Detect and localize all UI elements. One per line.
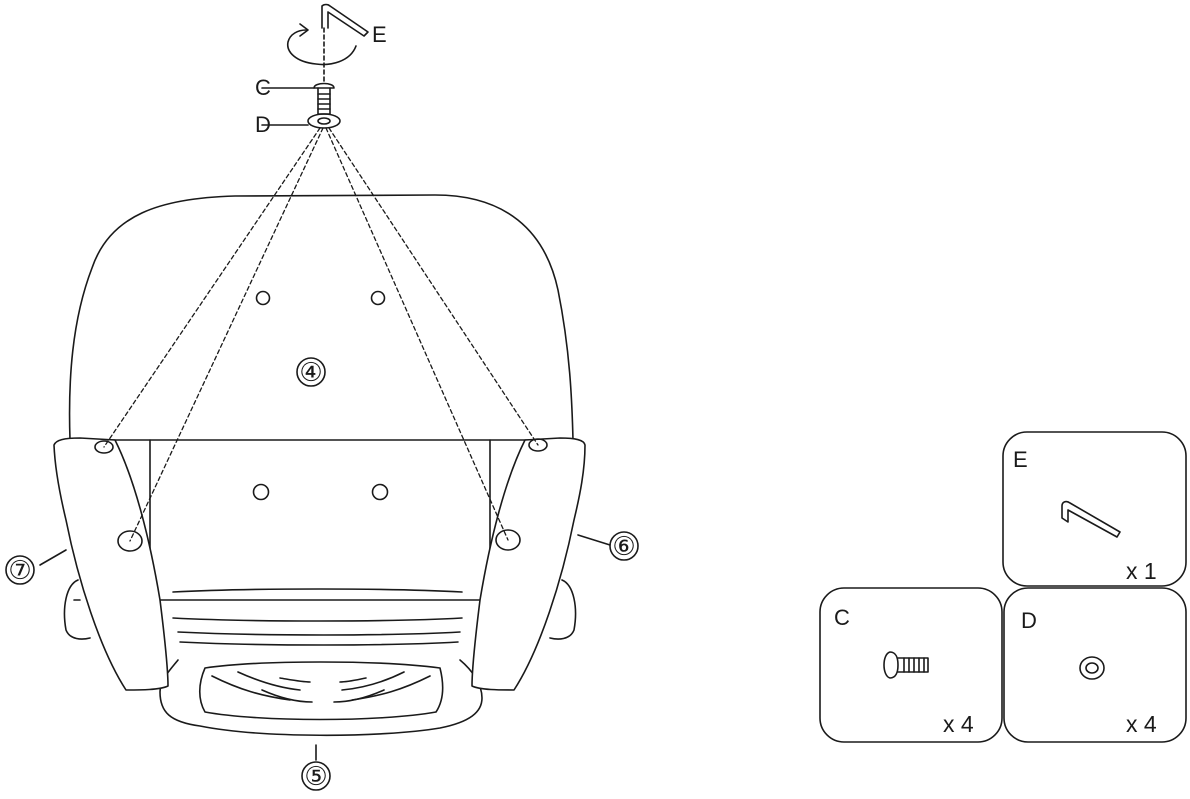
seat-base <box>159 659 483 761</box>
rotation-arrow-icon <box>287 23 357 66</box>
hardware-box-e <box>1002 431 1187 587</box>
label-c: C <box>255 75 271 100</box>
callout-left-armrest <box>5 555 35 585</box>
number-right-armrest: ⑥ <box>612 532 635 562</box>
hardware-label-d: D <box>1021 608 1037 633</box>
number-left-armrest: ⑦ <box>8 556 31 586</box>
hardware-box-c <box>819 587 1003 743</box>
hardware-qty-d: x 4 <box>1126 711 1157 737</box>
number-base: ⑤ <box>304 762 327 792</box>
bolt-top <box>261 82 335 115</box>
hardware-qty-e: x 1 <box>1126 558 1157 584</box>
hardware-label-c: C <box>834 605 850 630</box>
label-d: D <box>255 112 271 137</box>
hex-key-top <box>321 3 369 37</box>
hardware-box-d <box>1003 587 1187 743</box>
callout-base <box>301 761 331 791</box>
hardware-qty-c: x 4 <box>943 711 974 737</box>
hex-key-icon <box>1061 500 1121 538</box>
right-armrest <box>471 437 611 691</box>
label-e: E <box>372 22 387 47</box>
bolt-icon <box>883 651 929 679</box>
callout-right-armrest <box>609 531 639 561</box>
callout-seat <box>296 357 326 387</box>
washer-top <box>261 113 341 129</box>
washer-icon <box>1079 656 1105 680</box>
assembly-lines <box>103 127 539 542</box>
number-seat: ④ <box>299 358 322 388</box>
hardware-label-e: E <box>1013 447 1028 472</box>
seat-cushion <box>68 194 574 646</box>
left-armrest <box>39 437 169 691</box>
